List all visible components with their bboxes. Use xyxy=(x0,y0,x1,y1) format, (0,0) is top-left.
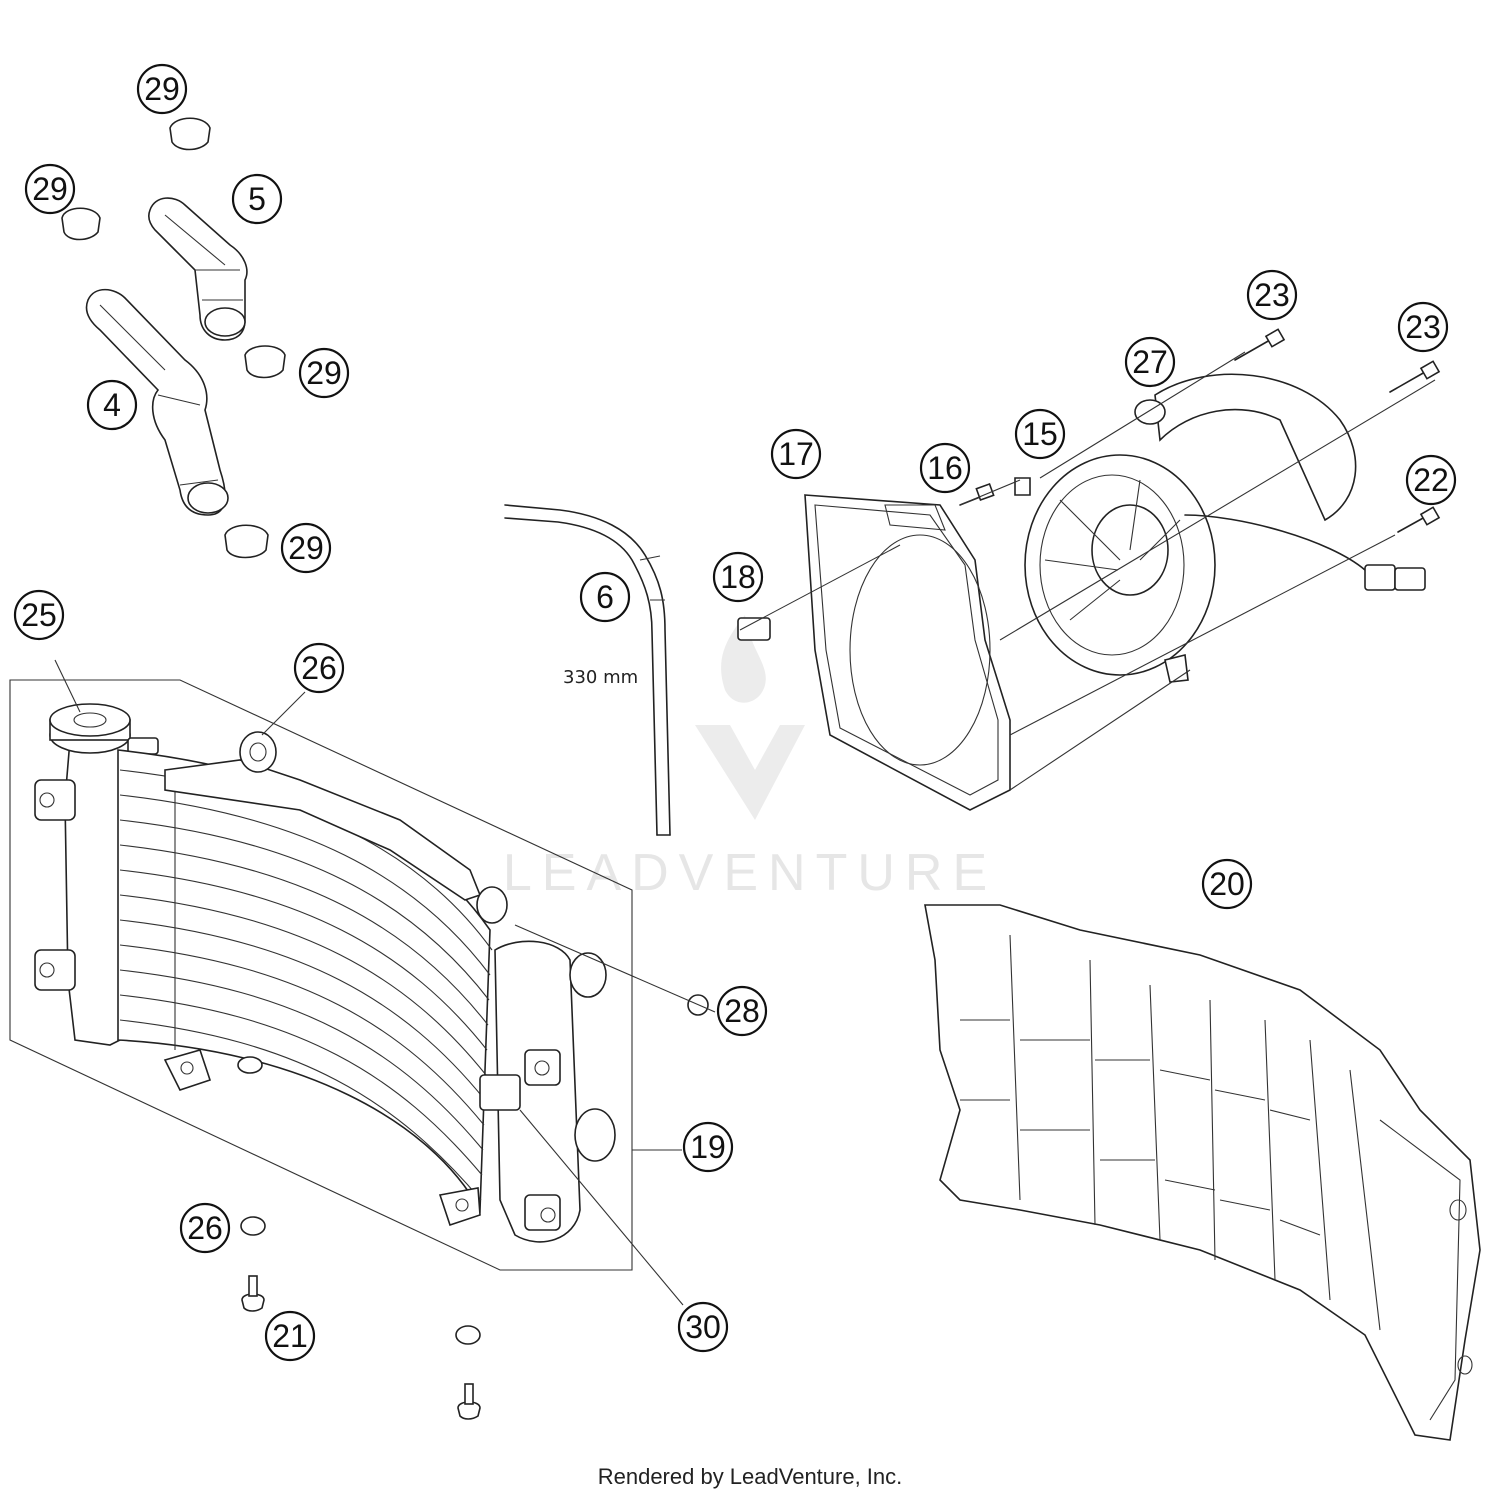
hose-6: 330 mm xyxy=(504,504,671,836)
callout-label: 29 xyxy=(144,71,180,107)
callout-label: 29 xyxy=(288,530,324,566)
hose-clamps xyxy=(61,117,286,559)
callout-label: 23 xyxy=(1405,309,1441,345)
leader-lines xyxy=(54,351,1436,1306)
callout-26-a: 26 xyxy=(293,642,345,694)
callout-20: 20 xyxy=(1201,858,1253,910)
callout-label: 6 xyxy=(596,579,614,615)
callout-16: 16 xyxy=(919,442,971,494)
callout-label: 25 xyxy=(21,597,57,633)
callouts: 29 29 5 29 4 29 6 25 26 28 19 26 21 30 1… xyxy=(13,63,1457,1362)
callout-29-a: 29 xyxy=(136,63,188,115)
callout-label: 22 xyxy=(1413,462,1449,498)
callout-26-b: 26 xyxy=(179,1202,231,1254)
callout-label: 18 xyxy=(720,559,756,595)
callout-29-d: 29 xyxy=(280,522,332,574)
callout-label: 4 xyxy=(103,387,121,423)
callout-label: 23 xyxy=(1254,277,1290,313)
callout-5: 5 xyxy=(231,173,283,225)
callout-6: 6 xyxy=(579,571,631,623)
callout-21: 21 xyxy=(264,1310,316,1362)
callout-label: 16 xyxy=(927,450,963,486)
watermark: LEADVENTURE xyxy=(503,615,997,902)
radiator-assembly-19 xyxy=(9,679,633,1271)
callout-23-b: 23 xyxy=(1397,301,1449,353)
callout-label: 29 xyxy=(306,355,342,391)
callout-19: 19 xyxy=(682,1121,734,1173)
callout-17: 17 xyxy=(770,428,822,480)
watermark-text: LEADVENTURE xyxy=(503,844,997,902)
callout-label: 30 xyxy=(685,1309,721,1345)
callout-label: 29 xyxy=(32,171,68,207)
callout-28: 28 xyxy=(716,985,768,1037)
callout-27: 27 xyxy=(1124,336,1176,388)
callout-22: 22 xyxy=(1405,454,1457,506)
callout-label: 5 xyxy=(248,181,266,217)
hose-4 xyxy=(85,288,229,516)
callout-23-a: 23 xyxy=(1246,269,1298,321)
callout-label: 27 xyxy=(1132,344,1168,380)
footer-credit: Rendered by LeadVenture, Inc. xyxy=(597,1464,903,1489)
fan-15 xyxy=(1014,454,1426,683)
radiator-fins xyxy=(119,769,493,1201)
callout-label: 21 xyxy=(272,1318,308,1354)
callout-29-b: 29 xyxy=(24,163,76,215)
screws xyxy=(959,328,1441,533)
callout-label: 19 xyxy=(690,1129,726,1165)
callout-label: 20 xyxy=(1209,866,1245,902)
callout-15: 15 xyxy=(1014,408,1066,460)
callout-30: 30 xyxy=(677,1301,729,1353)
radiator-guard-20 xyxy=(924,904,1481,1441)
callout-label: 17 xyxy=(778,436,814,472)
callout-label: 28 xyxy=(724,993,760,1029)
callout-4: 4 xyxy=(86,379,138,431)
callout-18: 18 xyxy=(712,551,764,603)
callout-25: 25 xyxy=(13,589,65,641)
callout-label: 15 xyxy=(1022,416,1058,452)
fan-shroud-17 xyxy=(737,494,1011,811)
hose-5 xyxy=(148,197,248,341)
callout-label: 26 xyxy=(301,650,337,686)
callout-29-c: 29 xyxy=(298,347,350,399)
callout-label: 26 xyxy=(187,1210,223,1246)
dimension-label: 330 mm xyxy=(563,667,638,688)
